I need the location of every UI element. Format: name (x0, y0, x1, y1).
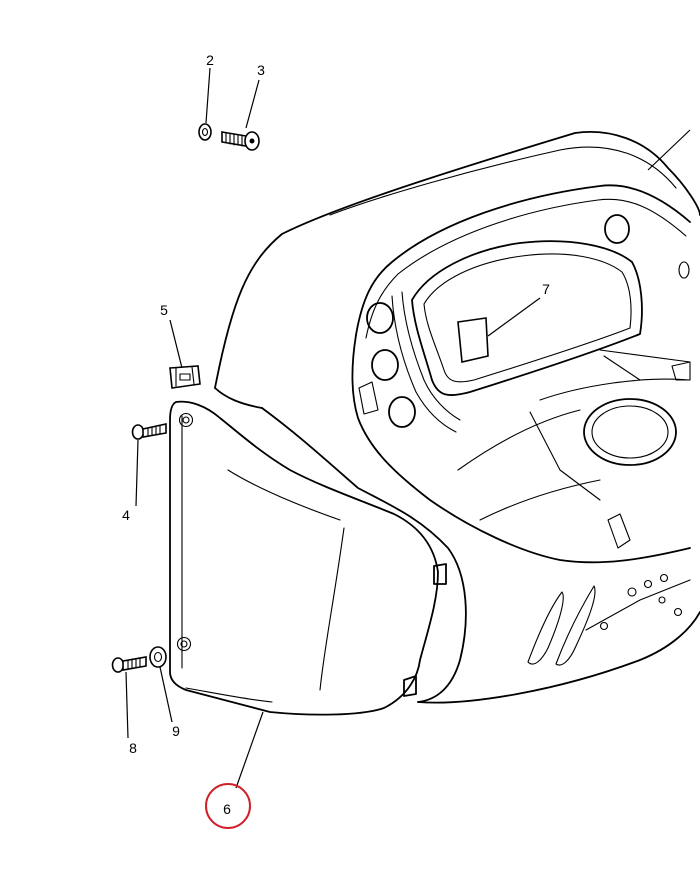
part-7-badge (457, 317, 489, 363)
part-8-screw (111, 656, 147, 673)
callout-2: 2 (206, 52, 214, 68)
callout-6-highlight-ring (205, 783, 251, 829)
part-9-washer (149, 646, 167, 668)
part-2-washer (198, 123, 212, 141)
part-4-screw (131, 423, 167, 440)
part-6-side-cover (169, 400, 439, 716)
callout-8: 8 (129, 740, 137, 756)
part-3-screw (221, 131, 260, 151)
callout-9: 9 (172, 723, 180, 739)
callout-6: 6 (223, 801, 231, 817)
leader-lines (125, 67, 691, 789)
dashboard-housing (214, 131, 700, 704)
part-5-clip-nut (169, 365, 201, 389)
callout-labels: 2 3 5 7 4 8 9 6 (122, 52, 550, 817)
callout-4: 4 (122, 507, 130, 523)
callout-7: 7 (542, 281, 550, 297)
callout-5: 5 (160, 302, 168, 318)
callout-3: 3 (257, 62, 265, 78)
